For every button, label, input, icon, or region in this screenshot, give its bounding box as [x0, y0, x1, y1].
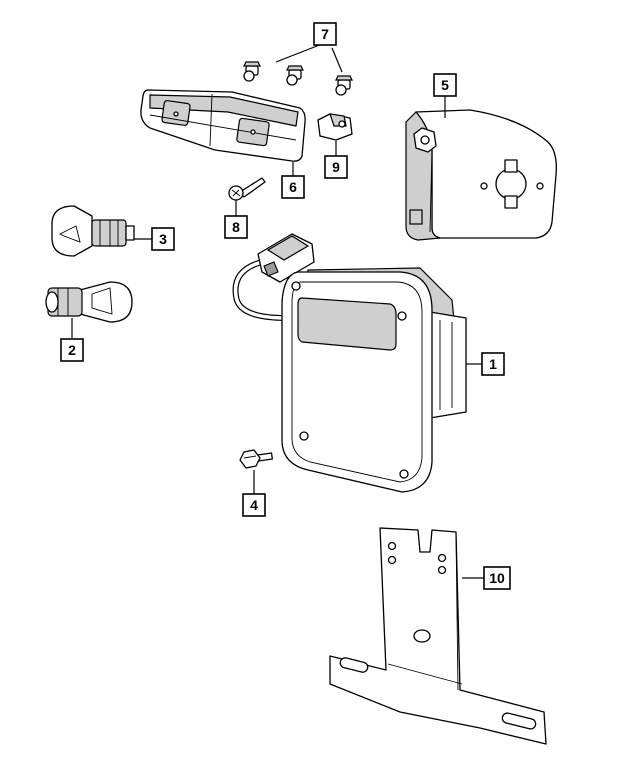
part-8-screw: [228, 177, 266, 201]
callout-3: 3: [151, 227, 175, 251]
part-7-bulb-sockets: [243, 61, 353, 96]
part-2-bulb: [45, 281, 133, 323]
svg-text:9: 9: [332, 159, 340, 175]
part-10-license-bracket: [329, 527, 547, 745]
svg-text:1: 1: [489, 356, 497, 372]
part-5-mounting-bracket: [405, 109, 557, 241]
callout-6: 6: [281, 175, 305, 199]
svg-text:6: 6: [289, 179, 297, 195]
svg-text:8: 8: [232, 219, 240, 235]
callout-9: 9: [324, 155, 348, 179]
part-4-bolt: [239, 449, 273, 469]
callout-4: 4: [242, 493, 266, 517]
svg-text:4: 4: [250, 497, 258, 513]
callout-2: 2: [60, 338, 84, 362]
svg-text:5: 5: [441, 77, 449, 93]
svg-text:10: 10: [489, 570, 505, 586]
part-1-tail-lamp: [232, 233, 467, 493]
part-9-clip: [317, 113, 353, 141]
part-6-light-bar: [140, 89, 306, 162]
callout-8: 8: [224, 215, 248, 239]
svg-text:2: 2: [68, 342, 76, 358]
callout-10: 10: [483, 566, 511, 590]
svg-text:7: 7: [321, 26, 329, 42]
svg-text:3: 3: [159, 231, 167, 247]
callout-1: 1: [481, 352, 505, 376]
callout-5: 5: [433, 73, 457, 97]
callout-7: 7: [313, 22, 337, 46]
part-3-bulb: [51, 205, 135, 257]
